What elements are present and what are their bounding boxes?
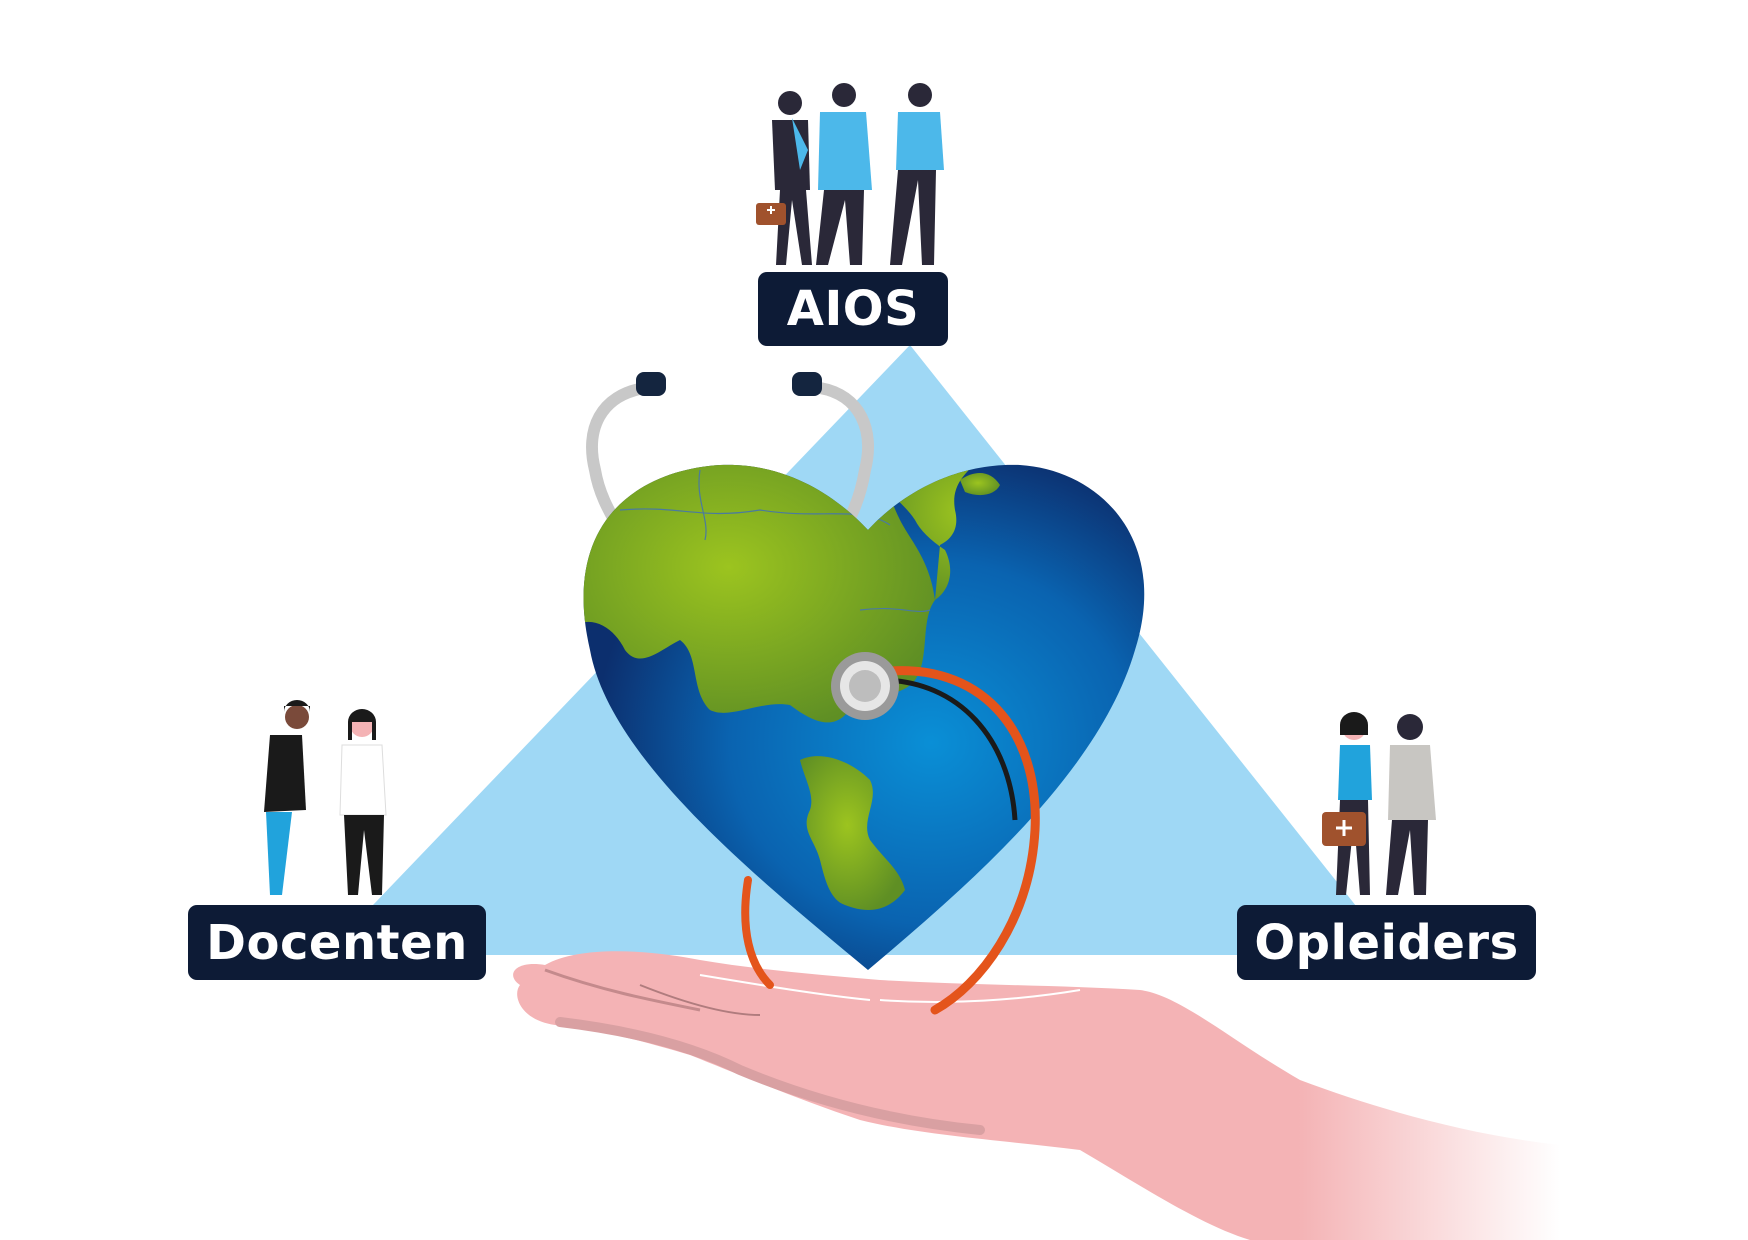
label-aios: AIOS [758,272,948,346]
docenten-group [264,700,387,895]
aios-group [756,83,944,265]
opleiders-group [1322,712,1436,895]
hand [513,951,1560,1240]
stethoscope [741,652,1040,1015]
label-opleiders: Opleiders [1237,905,1536,980]
label-docenten: Docenten [188,905,486,980]
